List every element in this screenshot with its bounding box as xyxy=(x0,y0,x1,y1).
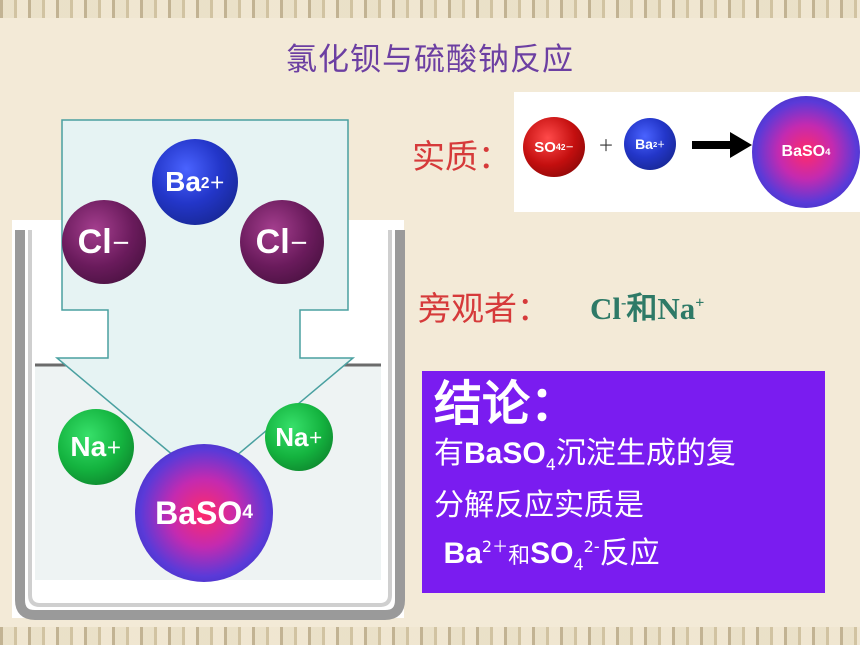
sodium-ion-right-symbol: Na xyxy=(275,421,309,452)
barium-ion-charge: 2＋ xyxy=(200,175,225,192)
essence-label: 实质： xyxy=(412,137,511,176)
bystander-ion1-charge: - xyxy=(621,294,627,312)
line1-formula: BaSO xyxy=(464,437,546,470)
top-decorative-border xyxy=(0,0,860,18)
essence-product-subscript: 4 xyxy=(825,146,831,158)
sulfate-subscript: 4 xyxy=(555,142,561,152)
line1-subscript: 4 xyxy=(545,455,556,474)
chloride-ion-right-symbol: Cl xyxy=(255,222,290,261)
line3-barium: Ba xyxy=(443,537,482,570)
beaker-wall-inner xyxy=(28,230,392,607)
sodium-ion-right: Na＋ xyxy=(265,403,333,471)
essence-barium-symbol: Ba xyxy=(635,136,653,152)
sodium-ion-left-symbol: Na xyxy=(70,431,107,462)
chloride-ion-left-symbol: Cl xyxy=(77,222,112,261)
chloride-ion-right: Cl－ xyxy=(240,200,324,284)
chloride-ion-left-charge: － xyxy=(111,232,131,254)
bystander-ion2-charge: + xyxy=(695,294,705,312)
line3-and: 和 xyxy=(508,544,531,569)
bystander-ion2: Na xyxy=(657,291,696,326)
bystander-label: 旁观者： xyxy=(418,289,550,328)
chloride-ion-left: Cl－ xyxy=(62,200,146,284)
essence-product-symbol: BaSO xyxy=(781,143,826,160)
precipitate-symbol: BaSO xyxy=(155,494,243,531)
line3-sulfate: SO xyxy=(530,537,574,570)
chloride-ion-right-charge: － xyxy=(289,232,309,254)
conclusion-line-2: 分解反应实质是 xyxy=(434,488,644,523)
beaker-wall-outer xyxy=(15,230,405,620)
essence-barium-charge: 2＋ xyxy=(652,139,665,149)
plus-sign: ＋ xyxy=(598,136,615,155)
bystander-ions: Cl-和Na+ xyxy=(590,283,704,328)
page-title: 氯化钡与硫酸钠反应 xyxy=(286,42,574,78)
line3-sulfate-charge: 2- xyxy=(583,537,600,556)
conclusion-heading: 结论： xyxy=(434,376,579,432)
barium-ion-symbol: Ba xyxy=(165,166,201,197)
line3-sulfate-subscript: 4 xyxy=(573,555,584,574)
bystander-ion1: Cl xyxy=(590,291,621,326)
line3-barium-charge: 2＋ xyxy=(481,537,509,556)
conclusion-line-3: Ba2＋和SO42-反应 xyxy=(434,526,813,585)
conclusion-box: 结论： 有BaSO4沉淀生成的复 分解反应实质是 Ba2＋和SO42-反应 xyxy=(422,371,825,593)
sodium-ion-right-charge: ＋ xyxy=(308,430,323,447)
arrow-right-icon xyxy=(692,132,752,158)
bottom-decorative-border xyxy=(0,627,860,645)
sulfate-symbol: SO xyxy=(534,138,556,156)
sulfate-charge: 2－ xyxy=(560,143,574,152)
precipitate-subscript: 4 xyxy=(242,502,253,523)
line1-prefix: 有 xyxy=(434,436,464,471)
sodium-ion-left: Na＋ xyxy=(58,409,134,485)
bystander-joiner: 和 xyxy=(626,291,658,326)
line3-suffix: 反应 xyxy=(599,536,660,571)
sodium-ion-left-charge: ＋ xyxy=(106,440,122,457)
line1-suffix: 沉淀生成的复 xyxy=(555,436,736,471)
conclusion-line-1: 有BaSO4沉淀生成的复 xyxy=(434,433,813,485)
